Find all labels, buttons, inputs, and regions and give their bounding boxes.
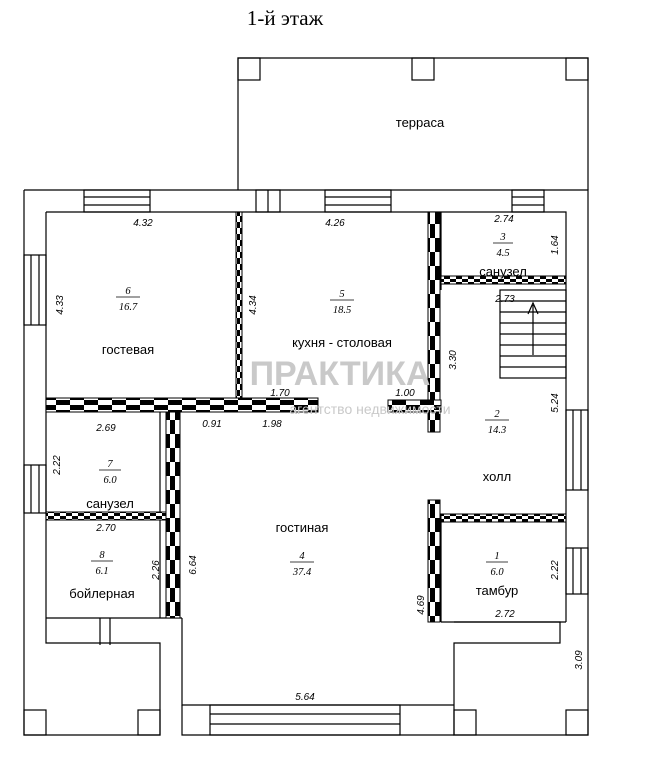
window-living-bottom <box>209 704 401 736</box>
watermark-main: ПРАКТИКА <box>250 355 431 393</box>
bearing-walls <box>45 211 567 623</box>
floor-title: 1-й этаж <box>247 6 324 30</box>
watermark-sub: агентство недвижимости <box>289 401 450 417</box>
room-area: 37.4 <box>292 567 312 578</box>
room-bath-upper: 3 4.5 санузел <box>479 232 527 279</box>
dim-porch-height: 3.09 <box>574 650 585 670</box>
room-area: 4.5 <box>496 248 509 259</box>
dim-boiler-height: 2.26 <box>151 560 162 581</box>
window-guest-left <box>23 254 47 326</box>
dim-hall-height: 5.24 <box>550 393 561 413</box>
dim-living-left-height: 6.64 <box>188 555 199 575</box>
room-terrace: терраса <box>396 115 445 130</box>
dim-guest-width: 4.32 <box>133 218 153 229</box>
window-bath-top <box>511 189 545 213</box>
dim-opening-1: 1.70 <box>270 388 290 399</box>
room-number: 2 <box>494 409 500 420</box>
porch-right <box>453 709 589 736</box>
dim-bath-upper-width: 2.74 <box>493 214 514 225</box>
room-area: 14.3 <box>488 425 506 436</box>
room-number: 1 <box>494 551 499 562</box>
room-name: кухня - столовая <box>292 335 392 350</box>
room-living: 4 37.4 гостиная <box>276 520 329 578</box>
dim-living-width: 5.64 <box>295 692 315 703</box>
room-number: 4 <box>299 551 305 562</box>
room-number: 6 <box>125 286 131 297</box>
boiler-door <box>99 618 111 645</box>
dim-hall-stair-height: 3.30 <box>448 350 459 370</box>
dim-vestibule-width: 2.72 <box>494 609 515 620</box>
window-kitchen-top <box>324 189 392 213</box>
window-vestibule-right <box>565 547 589 595</box>
room-area: 6.1 <box>95 566 108 577</box>
room-name: санузел <box>479 264 527 279</box>
room-number: 8 <box>99 550 105 561</box>
room-guest: 6 16.7 гостевая <box>102 286 154 357</box>
room-number: 7 <box>107 459 113 470</box>
room-boiler: 8 6.1 бойлерная <box>69 550 134 601</box>
room-number: 3 <box>499 232 505 243</box>
window-bath-left <box>23 464 47 514</box>
dim-stair-width: 2.73 <box>494 294 515 305</box>
dim-bath-lower-height: 2.22 <box>52 455 63 476</box>
dim-vestibule-height: 2.22 <box>550 560 561 581</box>
dim-kitchen-height: 4.34 <box>248 295 259 315</box>
room-name: санузел <box>86 496 134 511</box>
porch-left <box>23 709 161 736</box>
room-name: гостевая <box>102 342 154 357</box>
dim-living-right-height: 4.69 <box>416 595 427 615</box>
window-guest-top <box>83 189 151 213</box>
dimensions: 4.32 4.33 4.26 4.34 2.74 1.64 2.73 3.30 … <box>52 214 585 703</box>
window-hall-right <box>565 409 589 491</box>
dim-boiler-width: 2.70 <box>95 523 116 534</box>
dim-corridor-width: 1.98 <box>262 419 282 430</box>
room-area: 18.5 <box>333 305 351 316</box>
room-kitchen: 5 18.5 кухня - столовая <box>292 289 392 350</box>
room-vestibule: 1 6.0 тамбур <box>476 551 519 598</box>
dim-guest-height: 4.33 <box>55 295 66 315</box>
room-name: тамбур <box>476 583 519 598</box>
room-name: бойлерная <box>69 586 134 601</box>
dim-bath-upper-height: 1.64 <box>550 235 561 255</box>
terrace-door <box>255 189 281 213</box>
staircase <box>499 289 567 379</box>
dim-wall-gap: 0.91 <box>202 419 221 430</box>
dim-bath-lower-width: 2.69 <box>95 423 116 434</box>
dim-kitchen-width: 4.26 <box>325 218 345 229</box>
dim-opening-2: 1.00 <box>395 388 415 399</box>
room-area: 6.0 <box>490 567 504 578</box>
room-hall: 2 14.3 холл <box>483 409 511 484</box>
room-name: терраса <box>396 115 445 130</box>
room-area: 6.0 <box>103 475 117 486</box>
room-bath-lower: 7 6.0 санузел <box>86 459 134 511</box>
room-area: 16.7 <box>119 302 138 313</box>
room-name: холл <box>483 469 511 484</box>
room-name: гостиная <box>276 520 329 535</box>
room-number: 5 <box>339 289 344 300</box>
watermark: ПРАКТИКА агентство недвижимости <box>250 355 451 417</box>
terrace <box>237 57 589 190</box>
